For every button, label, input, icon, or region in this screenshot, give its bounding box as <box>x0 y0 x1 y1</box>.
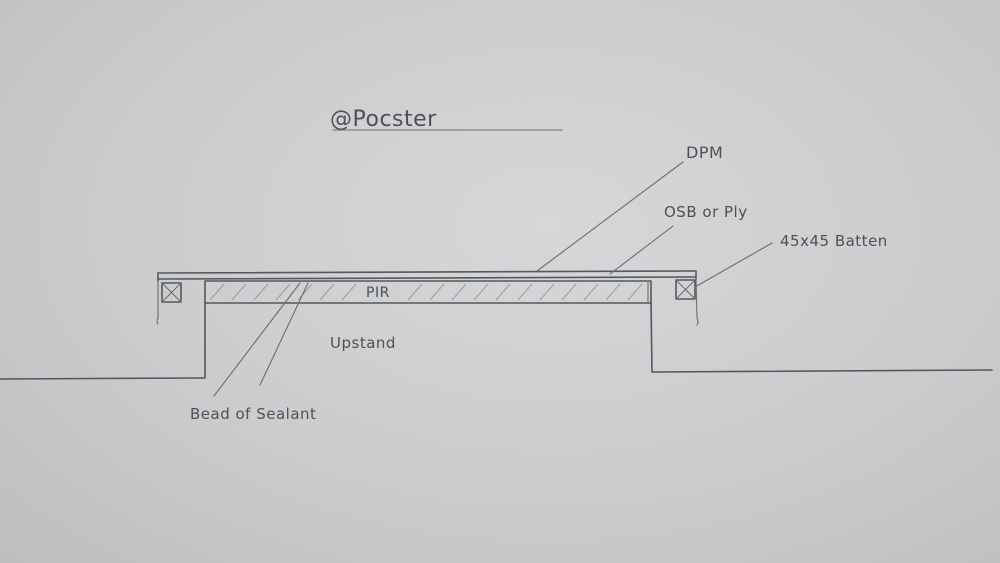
pir-hatch-stroke <box>407 283 423 301</box>
upstand-right-wall <box>650 301 656 373</box>
sealant-leader-b <box>259 282 309 386</box>
batten-leader <box>694 242 773 288</box>
pir-hatch-stroke <box>253 283 269 301</box>
pir-hatch-stroke <box>297 283 313 301</box>
dpm-line <box>157 270 697 274</box>
pir-board: PIR <box>204 280 652 304</box>
upstand-left-wall <box>197 302 206 379</box>
left-ground-line <box>0 377 199 380</box>
pir-hatch-stroke <box>583 283 599 301</box>
osb-label: OSB or Ply <box>664 203 748 221</box>
pir-hatch-stroke <box>209 283 225 301</box>
right-batten <box>675 279 696 300</box>
pir-hatch-stroke <box>451 283 467 301</box>
pir-hatch-stroke <box>495 283 511 301</box>
pir-hatch-stroke <box>473 283 489 301</box>
pir-hatch-stroke <box>429 283 445 301</box>
pir-hatch-stroke <box>539 283 555 301</box>
pir-label: PIR <box>366 285 390 301</box>
sealant-leader-a <box>213 282 301 397</box>
right-ground-line <box>654 369 993 373</box>
sealant-label: Bead of Sealant <box>190 405 316 423</box>
osb-leader <box>609 225 674 275</box>
pir-hatch-stroke <box>341 283 357 301</box>
pir-hatch-stroke <box>319 283 335 301</box>
signature-text: @Pocster <box>330 107 437 132</box>
pir-hatch-stroke <box>275 283 291 301</box>
upstand-label: Upstand <box>330 334 396 352</box>
pir-hatch-stroke <box>561 283 577 301</box>
left-drip <box>156 280 159 325</box>
dpm-label: DPM <box>686 143 723 162</box>
right-drip <box>695 278 699 326</box>
pir-hatch-stroke <box>627 283 643 301</box>
signature: @Pocster <box>330 107 563 132</box>
dpm-leader <box>536 161 684 272</box>
batten-label: 45x45 Batten <box>780 232 888 250</box>
pir-hatch-stroke <box>517 283 533 301</box>
deck-layers <box>157 270 697 282</box>
pir-hatch-stroke <box>605 283 621 301</box>
left-batten <box>161 282 182 303</box>
pir-hatch-stroke <box>231 283 247 301</box>
osb-line <box>157 276 697 280</box>
